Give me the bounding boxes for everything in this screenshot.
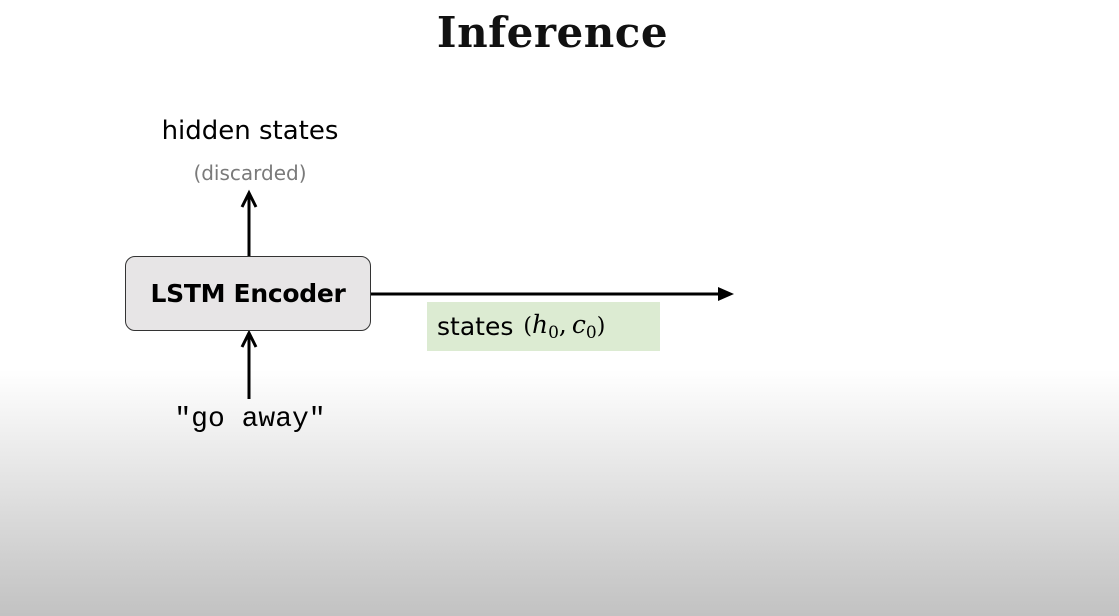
input-text: "go away" xyxy=(174,404,326,435)
states-word: states xyxy=(437,312,514,341)
open-paren: ( xyxy=(523,314,532,339)
h-symbol: h xyxy=(531,310,549,339)
states-label-box: states (h0, c0) xyxy=(427,302,660,351)
comma: , xyxy=(558,310,567,339)
slide-title: Inference xyxy=(436,8,669,57)
hidden-states-label: hidden states xyxy=(161,116,339,146)
encoder-to-hidden-states-arrowhead xyxy=(240,189,258,208)
lstm-encoder-box: LSTM Encoder xyxy=(125,256,371,331)
discarded-note: (discarded) xyxy=(193,161,307,185)
h-subscript: 0 xyxy=(548,323,559,343)
c-symbol: c xyxy=(571,310,586,339)
states-output-arrowhead xyxy=(718,287,734,301)
close-paren: ) xyxy=(596,314,606,339)
c-subscript: 0 xyxy=(585,323,597,343)
states-math: (h0, c0) xyxy=(523,310,605,343)
input-to-encoder-arrowhead xyxy=(240,329,258,348)
lstm-encoder-label: LSTM Encoder xyxy=(150,279,346,308)
